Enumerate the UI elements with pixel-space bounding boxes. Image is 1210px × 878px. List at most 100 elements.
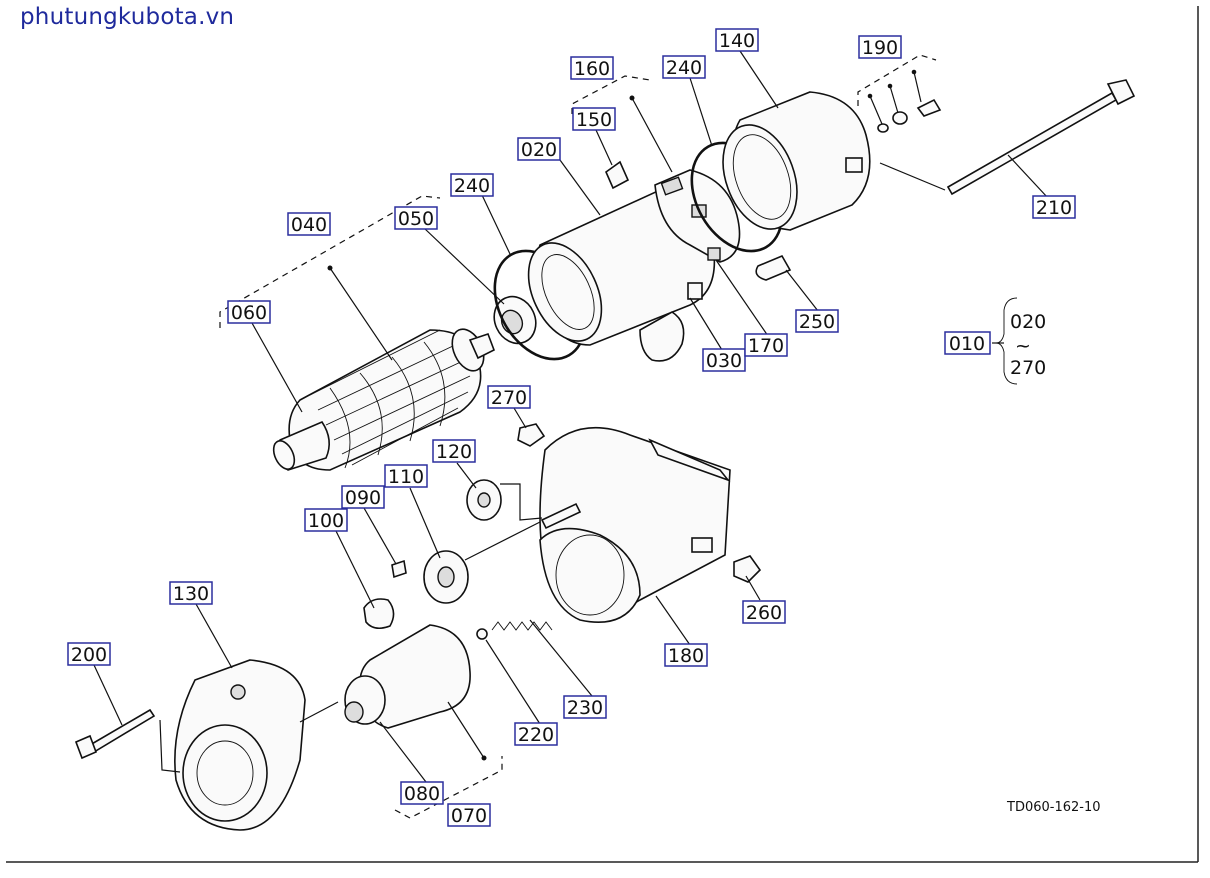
- callout-box: [169, 581, 213, 605]
- callout-box: [514, 722, 558, 746]
- callout-box: [742, 600, 786, 624]
- callout-box: [563, 695, 607, 719]
- callout-number: 120: [436, 441, 472, 463]
- callout-box: [572, 107, 616, 131]
- callout-070[interactable]: 070: [447, 803, 491, 827]
- callout-170[interactable]: 170: [744, 333, 788, 357]
- callout-number: 090: [345, 487, 381, 509]
- callout-180[interactable]: 180: [664, 643, 708, 667]
- callout-box: [858, 35, 902, 59]
- callout-box: [304, 508, 348, 532]
- callout-090[interactable]: 090: [341, 485, 385, 509]
- overrunning-clutch-drawing: [344, 624, 471, 729]
- assembly-from: 020: [1010, 311, 1046, 333]
- spring-230-drawing: [491, 621, 553, 631]
- callout-130[interactable]: 130: [169, 581, 213, 605]
- gear-120-drawing: [466, 479, 502, 521]
- leader-lines: [93, 50, 1049, 783]
- callout-number: 180: [668, 645, 704, 667]
- callout-250[interactable]: 250: [795, 309, 839, 333]
- through-bolt-drawing: [946, 79, 1136, 196]
- callout-220[interactable]: 220: [514, 722, 558, 746]
- pin-090-drawing: [391, 559, 407, 579]
- callout-270[interactable]: 270: [487, 385, 531, 409]
- callout-box: [450, 173, 494, 197]
- callout-160[interactable]: 160: [570, 56, 614, 80]
- callout-number: 070: [451, 805, 487, 827]
- callout-number: 190: [862, 37, 898, 59]
- nut-270-drawing: [517, 423, 546, 447]
- callout-100[interactable]: 100: [304, 508, 348, 532]
- part-250-drawing: [755, 254, 792, 281]
- callout-190[interactable]: 190: [858, 35, 902, 59]
- callout-120[interactable]: 120: [432, 439, 476, 463]
- callout-number: 040: [291, 214, 327, 236]
- watermark: phutungkubota.vn: [20, 4, 235, 30]
- callout-140[interactable]: 140: [715, 28, 759, 52]
- callout-050[interactable]: 050: [394, 206, 438, 230]
- callout-240[interactable]: 240: [662, 55, 706, 79]
- callout-box: [400, 781, 444, 805]
- callout-box: [664, 643, 708, 667]
- callout-number: 130: [173, 583, 209, 605]
- callout-number: 150: [576, 109, 612, 131]
- callout-number: 240: [666, 57, 702, 79]
- callout-number: 110: [388, 466, 424, 488]
- callout-number: 240: [454, 175, 490, 197]
- callout-number: 060: [231, 302, 267, 324]
- callout-box: [384, 464, 428, 488]
- armature-drawing: [272, 328, 496, 471]
- callout-260[interactable]: 260: [742, 600, 786, 624]
- drive-housing-drawing: [539, 427, 731, 624]
- callout-box: [67, 642, 111, 666]
- callout-080[interactable]: 080: [400, 781, 444, 805]
- callout-number: 020: [521, 139, 557, 161]
- callout-number: 270: [491, 387, 527, 409]
- callout-number: 260: [746, 602, 782, 624]
- bracket-160: [571, 75, 651, 114]
- callout-box: [287, 212, 331, 236]
- callout-150[interactable]: 150: [572, 107, 616, 131]
- callout-number: 230: [567, 697, 603, 719]
- bracket-040: [219, 195, 441, 328]
- callout-box: [517, 137, 561, 161]
- callout-200[interactable]: 200: [67, 642, 111, 666]
- bracket-070: [394, 756, 503, 819]
- diagram-code: TD060-162-10: [1007, 800, 1101, 815]
- callout-number: 250: [799, 311, 835, 333]
- callout-210[interactable]: 210: [1032, 195, 1076, 219]
- assembly-to: 270: [1010, 357, 1046, 379]
- part-150-drawing: [605, 160, 630, 190]
- callout-040[interactable]: 040: [287, 212, 331, 236]
- callout-box: [447, 803, 491, 827]
- callout-number: 170: [748, 335, 784, 357]
- callout-060[interactable]: 060: [227, 300, 271, 324]
- callout-number: 160: [574, 58, 610, 80]
- callout-110[interactable]: 110: [384, 464, 428, 488]
- bracket-190: [857, 54, 937, 106]
- callout-box: [662, 55, 706, 79]
- callout-box: [795, 309, 839, 333]
- assembly-label: 010: [949, 333, 985, 355]
- bearing-drawing: [493, 295, 537, 345]
- part-100-drawing: [363, 598, 395, 630]
- screw-set-190-drawing: [877, 98, 942, 133]
- callout-box: [487, 385, 531, 409]
- callout-number: 080: [404, 783, 440, 805]
- callout-box: [1032, 195, 1076, 219]
- nut-260-drawing: [733, 555, 762, 583]
- callout-230[interactable]: 230: [563, 695, 607, 719]
- callout-number: 210: [1036, 197, 1072, 219]
- assembly-label-box: [944, 331, 991, 355]
- callout-number: 100: [308, 510, 344, 532]
- callout-030[interactable]: 030: [702, 348, 746, 372]
- callout-020[interactable]: 020: [517, 137, 561, 161]
- callout-240[interactable]: 240: [450, 173, 494, 197]
- callout-number: 050: [398, 208, 434, 230]
- callout-box: [744, 333, 788, 357]
- callout-box: [227, 300, 271, 324]
- assembly-range: 010 020 ~ 270: [944, 311, 1046, 379]
- callout-box: [715, 28, 759, 52]
